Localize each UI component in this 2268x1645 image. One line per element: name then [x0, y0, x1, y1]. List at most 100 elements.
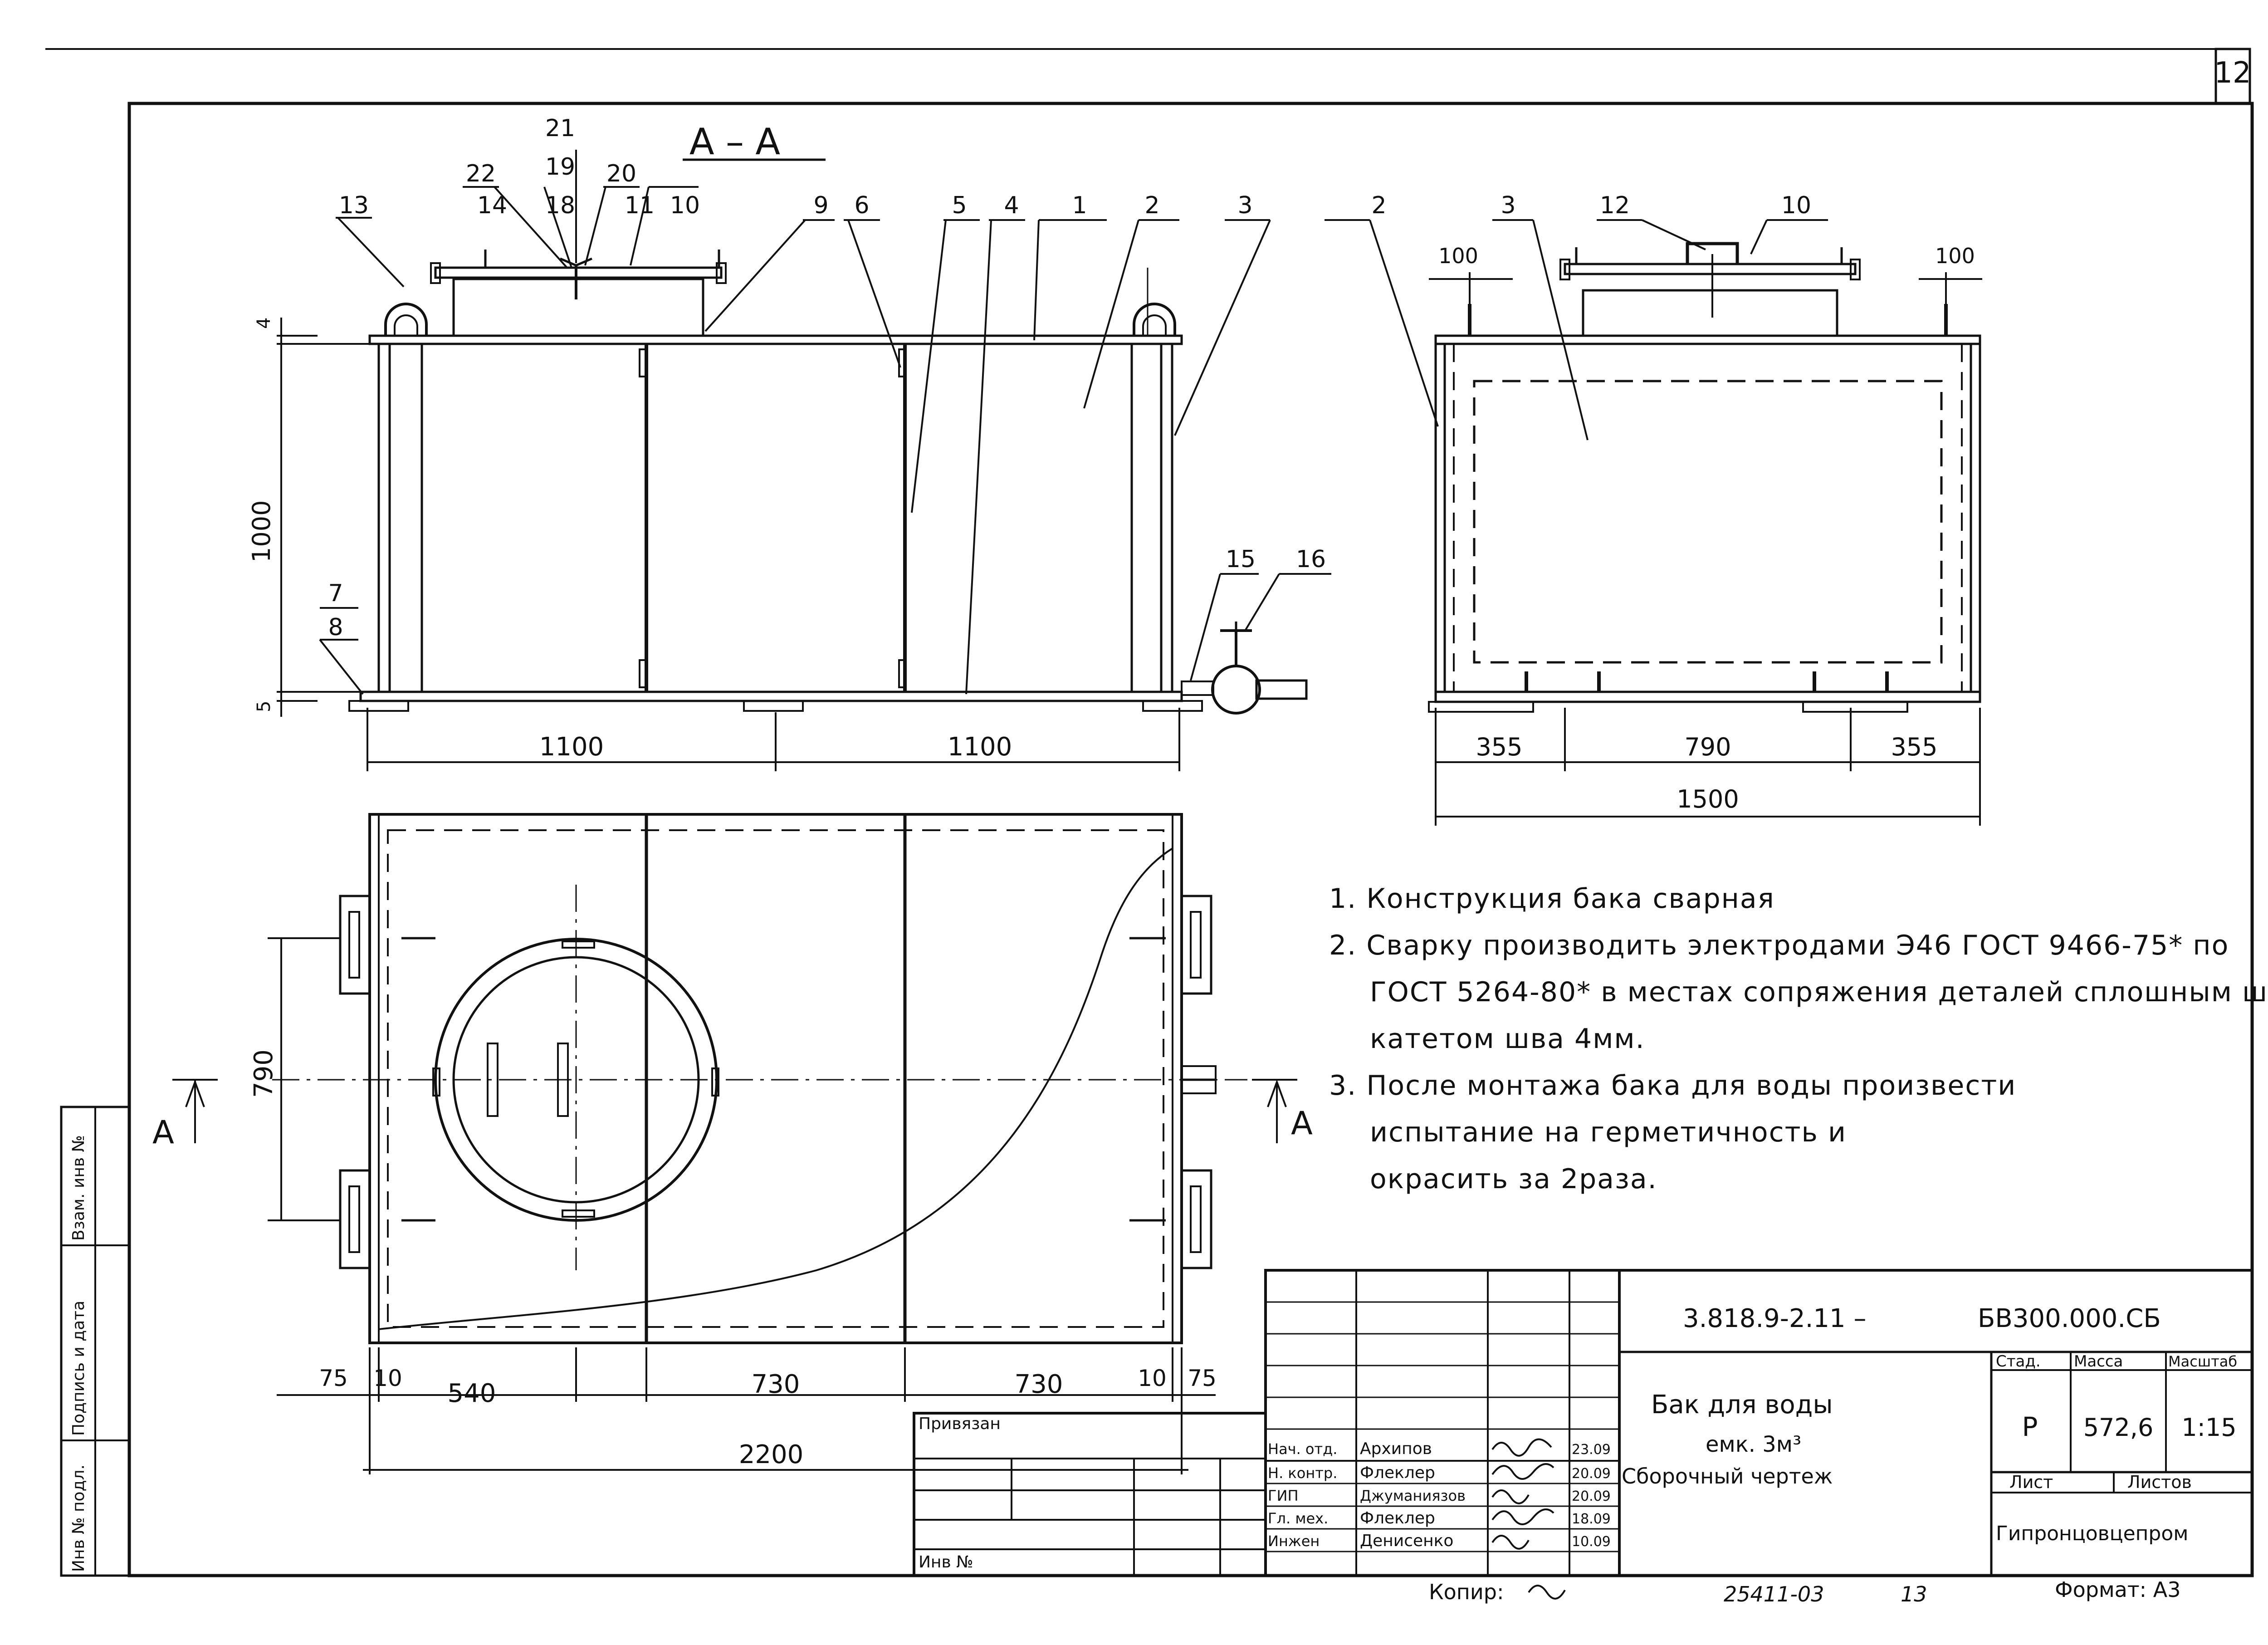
dim-side-100-left: 100 [1438, 244, 1478, 268]
signer-name: Флеклер [1360, 1509, 1435, 1528]
note-line: 3. После монтажа бака для воды произвест… [1329, 1070, 2017, 1102]
section-arrow-left: А [152, 1114, 174, 1151]
callout-6: 6 [854, 192, 869, 219]
dim-plan-75-right: 75 [1188, 1365, 1217, 1391]
side-callout-3: 3 [1501, 192, 1515, 219]
note-line: катетом шва 4мм. [1370, 1023, 1645, 1055]
dim-front-top: 4 [254, 318, 274, 329]
dim-side-1500: 1500 [1677, 785, 1739, 813]
callout-16: 16 [1296, 546, 1326, 573]
signer-date: 10.09 [1572, 1534, 1611, 1550]
dim-front-width-2: 1100 [948, 732, 1012, 762]
signer-name: Флеклер [1360, 1464, 1435, 1482]
stamp-vzam-inv: Взам. инв № [69, 1135, 88, 1241]
note-line: ГОСТ 5264-80* в местах сопряжения детале… [1370, 976, 2268, 1008]
section-arrow-right: А [1291, 1105, 1313, 1142]
title-line-1: Бак для воды [1651, 1390, 1833, 1420]
format-label: Формат: А3 [2055, 1577, 2180, 1602]
sheet-label: Лист [2009, 1472, 2053, 1492]
signer-role: Н. контр. [1268, 1464, 1337, 1482]
dim-plan-75-left: 75 [319, 1365, 348, 1391]
side-hatch-neck [1582, 289, 1838, 337]
front-lug-left [384, 303, 428, 336]
side-hatch-lid [1564, 263, 1857, 275]
dim-plan-790: 790 [249, 1049, 279, 1098]
signer-role: Гл. мех. [1268, 1510, 1328, 1527]
bottom-code: 25411-03 [1724, 1582, 1824, 1606]
callout-5: 5 [952, 192, 967, 219]
signer-date: 18.09 [1572, 1511, 1611, 1527]
signer-role: ГИП [1268, 1487, 1299, 1504]
dim-side-355-right: 355 [1891, 733, 1937, 761]
callout-18: 18 [545, 192, 575, 219]
front-left-wall [377, 343, 391, 693]
signer-date: 20.09 [1572, 1488, 1611, 1504]
signer-role: Инжен [1268, 1532, 1320, 1550]
signature [1491, 1508, 1554, 1525]
signature [1491, 1438, 1552, 1457]
side-callout-10: 10 [1781, 192, 1811, 219]
callout-15: 15 [1226, 546, 1256, 573]
signature [1491, 1489, 1530, 1504]
callout-3: 3 [1237, 192, 1252, 219]
side-view: 2 3 12 10 100 100 355 790 355 1500 [1325, 192, 1982, 826]
front-section-view: А – А [247, 115, 1331, 771]
dim-plan-2200: 2200 [739, 1440, 804, 1469]
callout-20: 20 [606, 160, 636, 187]
sheets-label: Листов [2127, 1472, 2192, 1492]
dim-plan-730-b: 730 [1015, 1370, 1063, 1399]
side-callout-12: 12 [1600, 192, 1630, 219]
callout-10: 10 [670, 192, 700, 219]
mass-header: Масса [2074, 1352, 2123, 1371]
stamp-inv-podl: Инв № подл. [69, 1464, 88, 1572]
signers-table: Нач. отд. Архипов 23.09 Н. контр. Флекле… [1268, 1439, 1611, 1550]
callout-19: 19 [545, 153, 575, 181]
privyazan-label: Привязан [919, 1415, 1001, 1433]
signer-date: 20.09 [1572, 1466, 1611, 1482]
plan-break-line [378, 847, 1173, 1330]
scale-header: Масштаб [2168, 1353, 2237, 1370]
dim-plan-540: 540 [448, 1379, 496, 1408]
front-bottom-plate [359, 690, 1183, 702]
front-lug-right [1133, 303, 1176, 336]
bottom-number: 13 [1901, 1582, 1927, 1606]
stage-value: Р [2022, 1411, 2038, 1442]
inv-label: Инв № [919, 1553, 973, 1572]
callout-13: 13 [339, 192, 369, 219]
kopir-signature [1528, 1585, 1566, 1600]
sheet-border [127, 102, 2254, 1577]
signer-name: Джуманиязов [1360, 1487, 1466, 1504]
title-line-2: емк. 3м³ [1706, 1432, 1801, 1457]
kopir-label: Копир: [1429, 1580, 1504, 1604]
scale-value: 1:15 [2181, 1413, 2236, 1442]
signer-name: Архипов [1360, 1439, 1432, 1458]
technical-notes: 1. Конструкция бака сварная 2. Сварку пр… [1329, 876, 2268, 1203]
plan-outline [368, 813, 1183, 1344]
dim-side-100-right: 100 [1935, 244, 1975, 268]
organization: Гипронцовцепром [1996, 1522, 2188, 1545]
callout-7: 7 [328, 580, 343, 607]
page-number: 12 [2214, 56, 2251, 90]
signer-role: Нач. отд. [1268, 1440, 1337, 1458]
side-stamp: Инв № подл. Подпись и дата Взам. инв № [60, 1106, 131, 1577]
drain-valve [1211, 665, 1261, 715]
dim-plan-10-right: 10 [1138, 1365, 1167, 1391]
dim-side-355-left: 355 [1476, 733, 1522, 761]
callout-9: 9 [813, 192, 828, 219]
note-line: окрасить за 2раза. [1370, 1163, 1657, 1195]
section-label: А – А [689, 121, 781, 163]
title-block: 3.818.9-2.11 – БВ300.000.СБ Бак для воды… [913, 1269, 2253, 1577]
side-callout-2: 2 [1371, 192, 1386, 219]
front-top-plate [368, 334, 1183, 345]
dim-plan-730-a: 730 [752, 1370, 800, 1399]
callout-14: 14 [477, 192, 507, 219]
callout-2: 2 [1144, 192, 1159, 219]
page-number-box [2214, 48, 2251, 105]
front-right-wall [1160, 343, 1173, 693]
callout-22: 22 [466, 160, 496, 187]
dim-front-width-1: 1100 [539, 732, 604, 762]
note-line: 2. Сварку производить электродами Э46 ГО… [1329, 930, 2229, 961]
note-line: испытание на герметичность и [1370, 1116, 1847, 1148]
signature [1491, 1463, 1554, 1480]
